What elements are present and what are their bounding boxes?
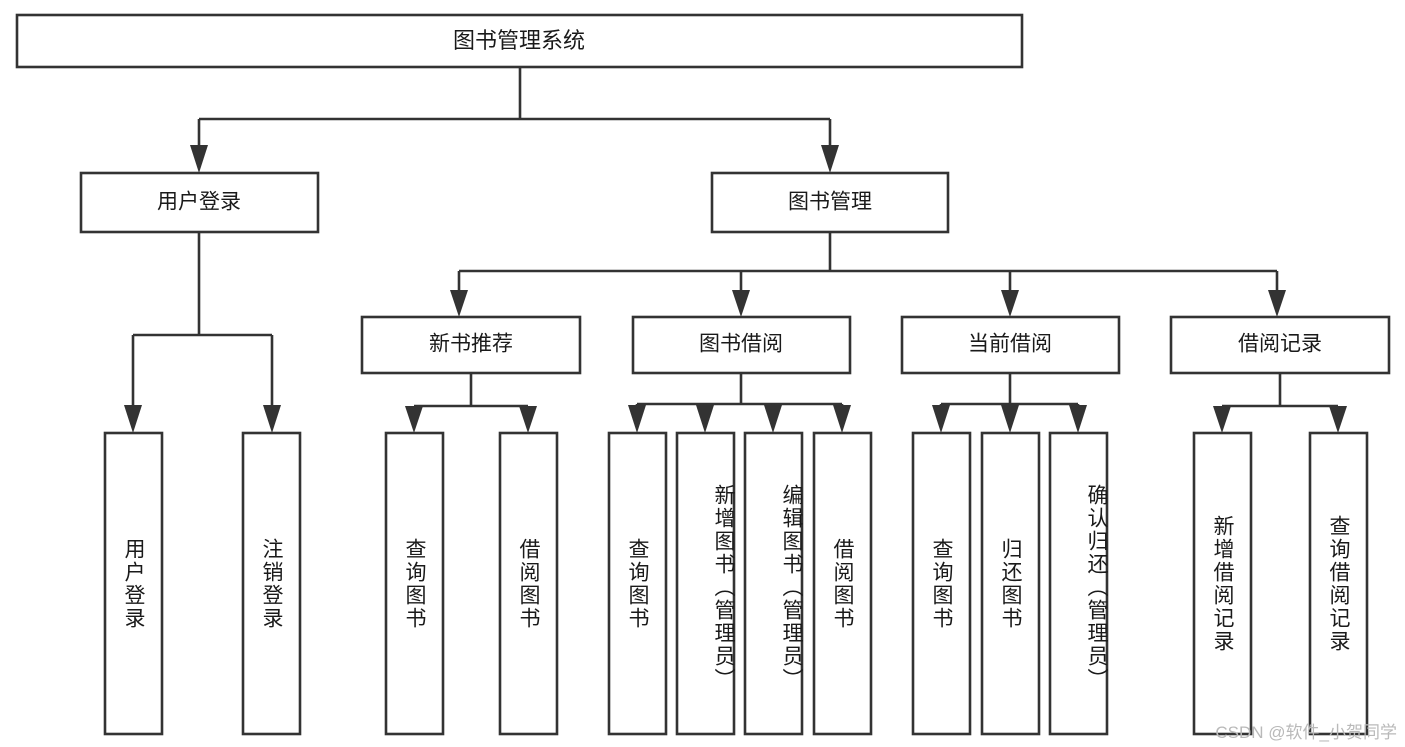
node-book-borrow[interactable]: 图书借阅 <box>631 315 852 375</box>
connector-layer <box>124 67 1347 433</box>
arrow-userlogin-leaf1 <box>124 405 142 433</box>
node-book-borrow-label: 图书借阅 <box>699 333 783 356</box>
arrow-borrowrecord-leaf2 <box>1329 406 1347 433</box>
arrow-root-to-book-mgmt <box>821 145 839 173</box>
node-book-management-label: 图书管理 <box>788 191 872 214</box>
leaf-box-new-book-1[interactable] <box>384 431 445 736</box>
arrow-userlogin-leaf2 <box>263 405 281 433</box>
node-book-borrow-box[interactable] <box>631 315 852 375</box>
arrow-currentborrow-leaf3 <box>1069 405 1087 433</box>
arrow-bookmgmt-to-current-borrow <box>1001 290 1019 317</box>
node-borrow-record-box[interactable] <box>1169 315 1391 375</box>
arrow-currentborrow-leaf1 <box>932 405 950 433</box>
arrow-bookmgmt-to-book-borrow <box>732 290 750 317</box>
leaf-box-new-book-2[interactable] <box>498 431 559 736</box>
node-user-login-box[interactable] <box>79 171 320 234</box>
node-book-management-box[interactable] <box>710 171 950 234</box>
leaf-box-current-borrow-3[interactable] <box>1048 431 1109 736</box>
watermark-text: CSDN @软件_小贺同学 <box>1215 723 1397 742</box>
leaf-box-current-borrow-2[interactable] <box>980 431 1041 736</box>
node-root-box[interactable] <box>15 13 1024 69</box>
arrow-newbook-leaf1 <box>405 406 423 433</box>
arrow-bookmgmt-to-borrow-record <box>1268 290 1286 317</box>
node-current-borrow-label: 当前借阅 <box>968 333 1052 356</box>
node-new-book-recommend[interactable]: 新书推荐 <box>360 315 582 375</box>
leaf-box-user-login-1[interactable] <box>103 431 164 736</box>
arrow-borrowrecord-leaf1 <box>1213 406 1231 433</box>
node-book-management[interactable]: 图书管理 <box>710 171 950 234</box>
node-new-book-recommend-label: 新书推荐 <box>429 333 513 356</box>
arrow-newbook-leaf2 <box>519 406 537 433</box>
arrow-bookborrow-leaf2 <box>696 405 714 433</box>
node-root-label: 图书管理系统 <box>453 28 585 53</box>
node-current-borrow-box[interactable] <box>900 315 1121 375</box>
node-user-login[interactable]: 用户登录 <box>79 171 320 234</box>
node-new-book-recommend-box[interactable] <box>360 315 582 375</box>
node-root[interactable]: 图书管理系统 <box>15 13 1024 69</box>
arrow-currentborrow-leaf2 <box>1001 405 1019 433</box>
arrow-bookborrow-leaf4 <box>833 405 851 433</box>
arrow-bookborrow-leaf3 <box>764 405 782 433</box>
leaf-box-user-login-2[interactable] <box>241 431 302 736</box>
leaf-box-current-borrow-1[interactable] <box>911 431 972 736</box>
node-user-login-label: 用户登录 <box>157 191 241 214</box>
leaf-box-borrow-record-1[interactable] <box>1192 431 1253 736</box>
arrow-bookmgmt-to-new-book <box>450 290 468 317</box>
node-current-borrow[interactable]: 当前借阅 <box>900 315 1121 375</box>
arrow-bookborrow-leaf1 <box>628 405 646 433</box>
leaf-box-book-borrow-1[interactable] <box>607 431 668 736</box>
node-borrow-record-label: 借阅记录 <box>1238 333 1322 356</box>
leaf-box-book-borrow-2[interactable] <box>675 431 736 736</box>
leaf-box-book-borrow-3[interactable] <box>743 431 804 736</box>
arrow-root-to-user-login <box>190 145 208 173</box>
node-borrow-record[interactable]: 借阅记录 <box>1169 315 1391 375</box>
leaf-box-book-borrow-4[interactable] <box>812 431 873 736</box>
leaf-box-borrow-record-2[interactable] <box>1308 431 1369 736</box>
